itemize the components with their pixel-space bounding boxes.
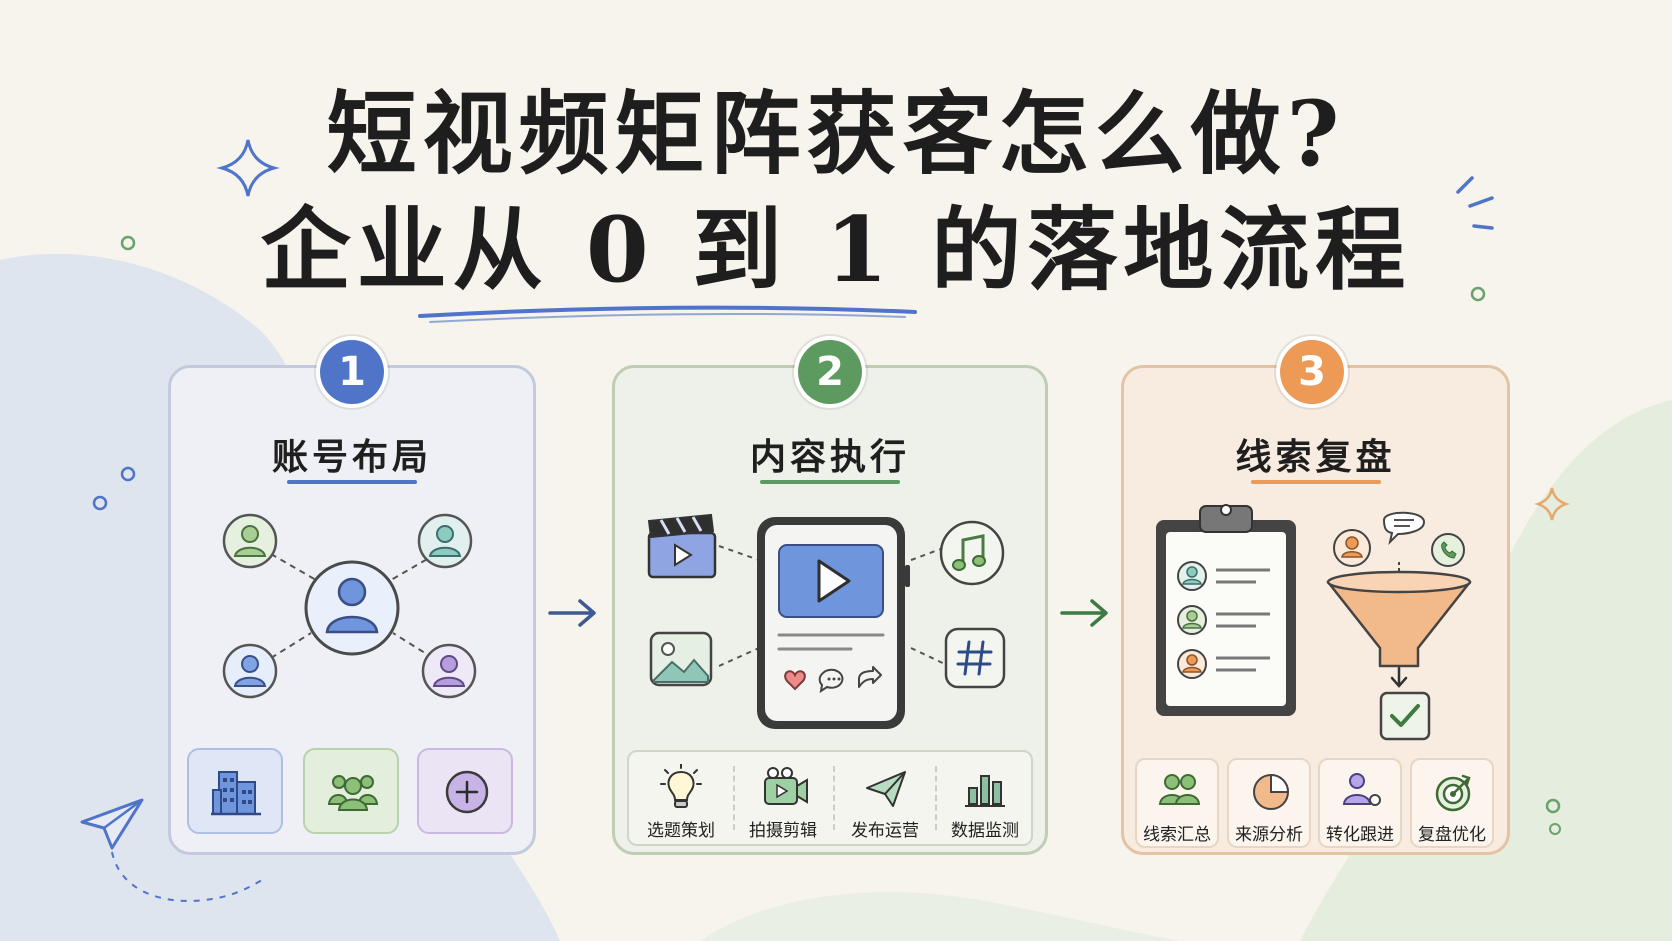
tool-publish-ops: 发布运营 <box>835 752 935 844</box>
step-title: 账号布局 <box>271 437 432 478</box>
music-icon <box>939 520 1005 586</box>
pie-chart-icon <box>1253 773 1290 810</box>
step-card-lead-review: 3 线索复盘 <box>1121 340 1510 855</box>
main-title-line-1: 短视频矩阵获客怎么做? <box>326 81 1346 187</box>
video-camera-icon <box>764 767 808 805</box>
step-title-underline <box>1250 480 1381 484</box>
step-title-underline <box>287 480 417 484</box>
tool-lead-summary: 线索汇总 <box>1135 758 1219 848</box>
tool-conversion-follow: 转化跟进 <box>1318 758 1402 848</box>
users-icon <box>1158 774 1200 805</box>
paper-plane-icon <box>80 798 263 902</box>
title-underline <box>418 305 917 318</box>
phone-video-icon <box>757 517 910 729</box>
tool-separator <box>733 766 735 830</box>
sparkle-icon <box>1534 487 1570 521</box>
tool-review-optimize: 复盘优化 <box>1410 758 1494 848</box>
flow-arrow-1 <box>548 599 596 627</box>
user-network-icon <box>222 513 477 699</box>
step-card-account-layout: 1 账号布局 <box>168 340 536 855</box>
connector-lines <box>718 545 760 667</box>
tool-source-analysis: 来源分析 <box>1227 758 1311 848</box>
flow-arrow-2 <box>1060 599 1108 627</box>
step-badge-3: 3 <box>1280 340 1344 404</box>
check-icon <box>1379 691 1431 741</box>
tool-label: 拍摄剪辑 <box>749 821 817 841</box>
team-tile <box>303 748 399 834</box>
hashtag-icon <box>944 627 1006 689</box>
target-icon <box>1435 774 1471 812</box>
tool-separator <box>935 766 937 830</box>
paper-plane-icon <box>866 771 906 807</box>
tool-label: 复盘优化 <box>1418 825 1486 845</box>
image-icon <box>649 631 713 687</box>
tool-separator <box>833 766 835 830</box>
step-card-content-execution: 2 内容执行 <box>612 340 1048 855</box>
lightbulb-icon <box>660 764 702 808</box>
building-icon <box>211 771 261 816</box>
tool-data-monitoring: 数据监测 <box>935 752 1035 844</box>
clipboard-icon <box>1156 504 1296 716</box>
step-title: 内容执行 <box>749 437 910 478</box>
tool-label: 选题策划 <box>647 821 715 841</box>
sparkle-icon <box>216 139 280 197</box>
add-icon <box>445 770 489 814</box>
team-icon <box>327 775 379 811</box>
step-title: 线索复盘 <box>1235 437 1396 478</box>
building-tile <box>187 748 283 834</box>
tool-label: 数据监测 <box>951 821 1019 841</box>
step-title-underline <box>760 480 900 484</box>
main-title-line-2: 企业从 0 到 1 的落地流程 <box>260 197 1412 303</box>
clapperboard-icon <box>647 513 717 579</box>
tool-shooting-editing: 拍摄剪辑 <box>733 752 833 844</box>
tool-label: 来源分析 <box>1235 825 1303 845</box>
tool-label: 转化跟进 <box>1326 825 1394 845</box>
add-tile <box>417 748 513 834</box>
bar-chart-icon <box>965 775 1005 807</box>
user-follow-icon <box>1342 773 1381 806</box>
step-badge-1: 1 <box>320 340 384 404</box>
tool-label: 发布运营 <box>851 821 919 841</box>
funnel-icon <box>1326 511 1472 688</box>
tool-label: 线索汇总 <box>1143 825 1211 845</box>
content-tools-bar: 选题策划 拍摄剪辑 发布运营 <box>627 750 1033 846</box>
tool-topic-planning: 选题策划 <box>631 752 731 844</box>
step-badge-2: 2 <box>798 340 862 404</box>
